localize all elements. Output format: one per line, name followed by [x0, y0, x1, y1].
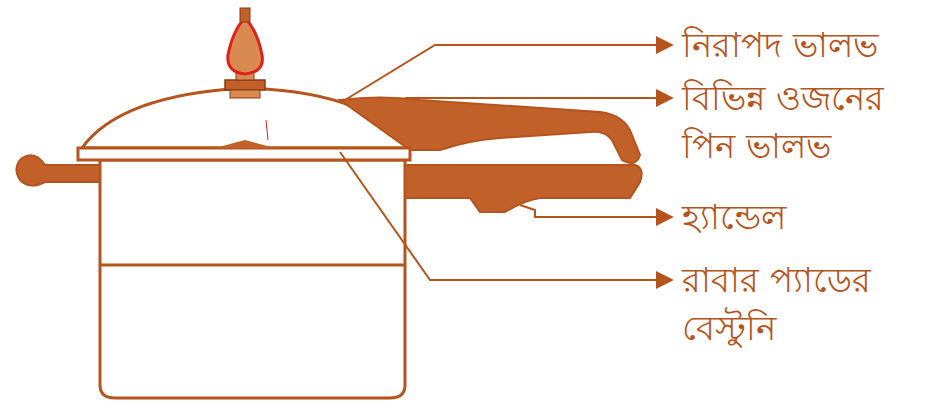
cooker-body	[100, 160, 405, 398]
red-mark	[266, 120, 268, 140]
leader-line	[405, 97, 672, 99]
leader-line	[520, 205, 672, 217]
lid-rim	[78, 148, 410, 160]
lower-handle	[405, 165, 642, 212]
leader-line	[340, 152, 672, 280]
pin-valve-ring	[230, 90, 260, 98]
safety-valve-weight	[228, 18, 263, 74]
valve-tip	[240, 8, 250, 22]
lid-center	[215, 140, 275, 148]
part-label: নিরাপদ ভালভ	[682, 21, 927, 69]
pin-valve-base	[225, 80, 265, 90]
part-label: হ্যান্ডেল	[682, 193, 927, 241]
part-label: বিভিন্ন ওজনের পিন ভালভ	[682, 74, 927, 170]
body-band	[100, 264, 405, 267]
leader-line	[345, 45, 672, 100]
lid-dome	[82, 88, 410, 148]
part-label: রাবার প্যাডের বেস্টুনি	[682, 256, 927, 352]
